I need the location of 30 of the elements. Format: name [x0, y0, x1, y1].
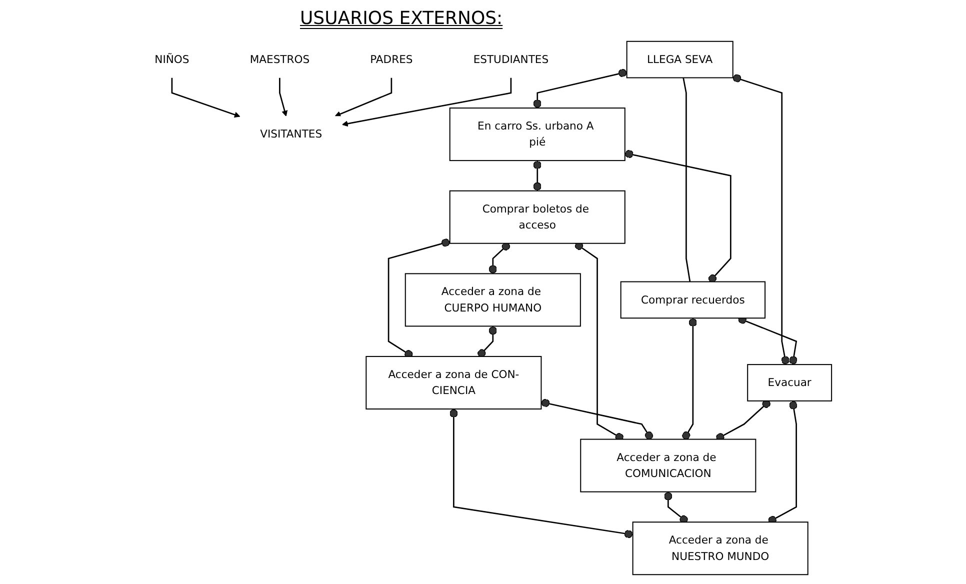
- node-text: VISITANTES: [260, 128, 322, 140]
- arrow: [171, 78, 240, 118]
- node-text: NIÑOS: [154, 52, 190, 66]
- arrow: [334, 78, 392, 117]
- node-box: En carro Ss. urbano A pié: [449, 108, 626, 162]
- connector: [450, 409, 633, 538]
- node-box: Acceder a zona de NUESTRO MUNDO: [632, 522, 808, 576]
- node-text: ESTUDIANTES: [473, 52, 549, 66]
- node-text: PADRES: [370, 52, 413, 66]
- node-text: MAESTROS: [250, 52, 310, 66]
- connector: [533, 68, 627, 108]
- node-box: Acceder a zona de COMUNICACION: [580, 438, 756, 492]
- connector: [664, 492, 688, 524]
- node-box: Comprar boletos de acceso: [449, 190, 626, 244]
- connector: [541, 398, 654, 440]
- node-box: Evacuar: [747, 364, 832, 402]
- node-box: Acceder a zona de CON-CIENCIA: [366, 356, 542, 410]
- connector: [682, 78, 691, 282]
- node-box: Comprar recuerdos: [620, 281, 766, 319]
- connector: [682, 318, 697, 440]
- arrow: [342, 78, 512, 127]
- connector: [624, 150, 732, 283]
- arrow: [279, 78, 288, 116]
- connector: [478, 326, 497, 358]
- connector: [732, 74, 790, 365]
- node-box: Acceder a zona de CUERPO HUMANO: [404, 273, 581, 327]
- title: USUARIOS EXTERNOS:: [300, 8, 503, 29]
- connector: [533, 160, 542, 191]
- node-box: LLEGA SEVA: [626, 40, 734, 78]
- connector: [488, 242, 510, 274]
